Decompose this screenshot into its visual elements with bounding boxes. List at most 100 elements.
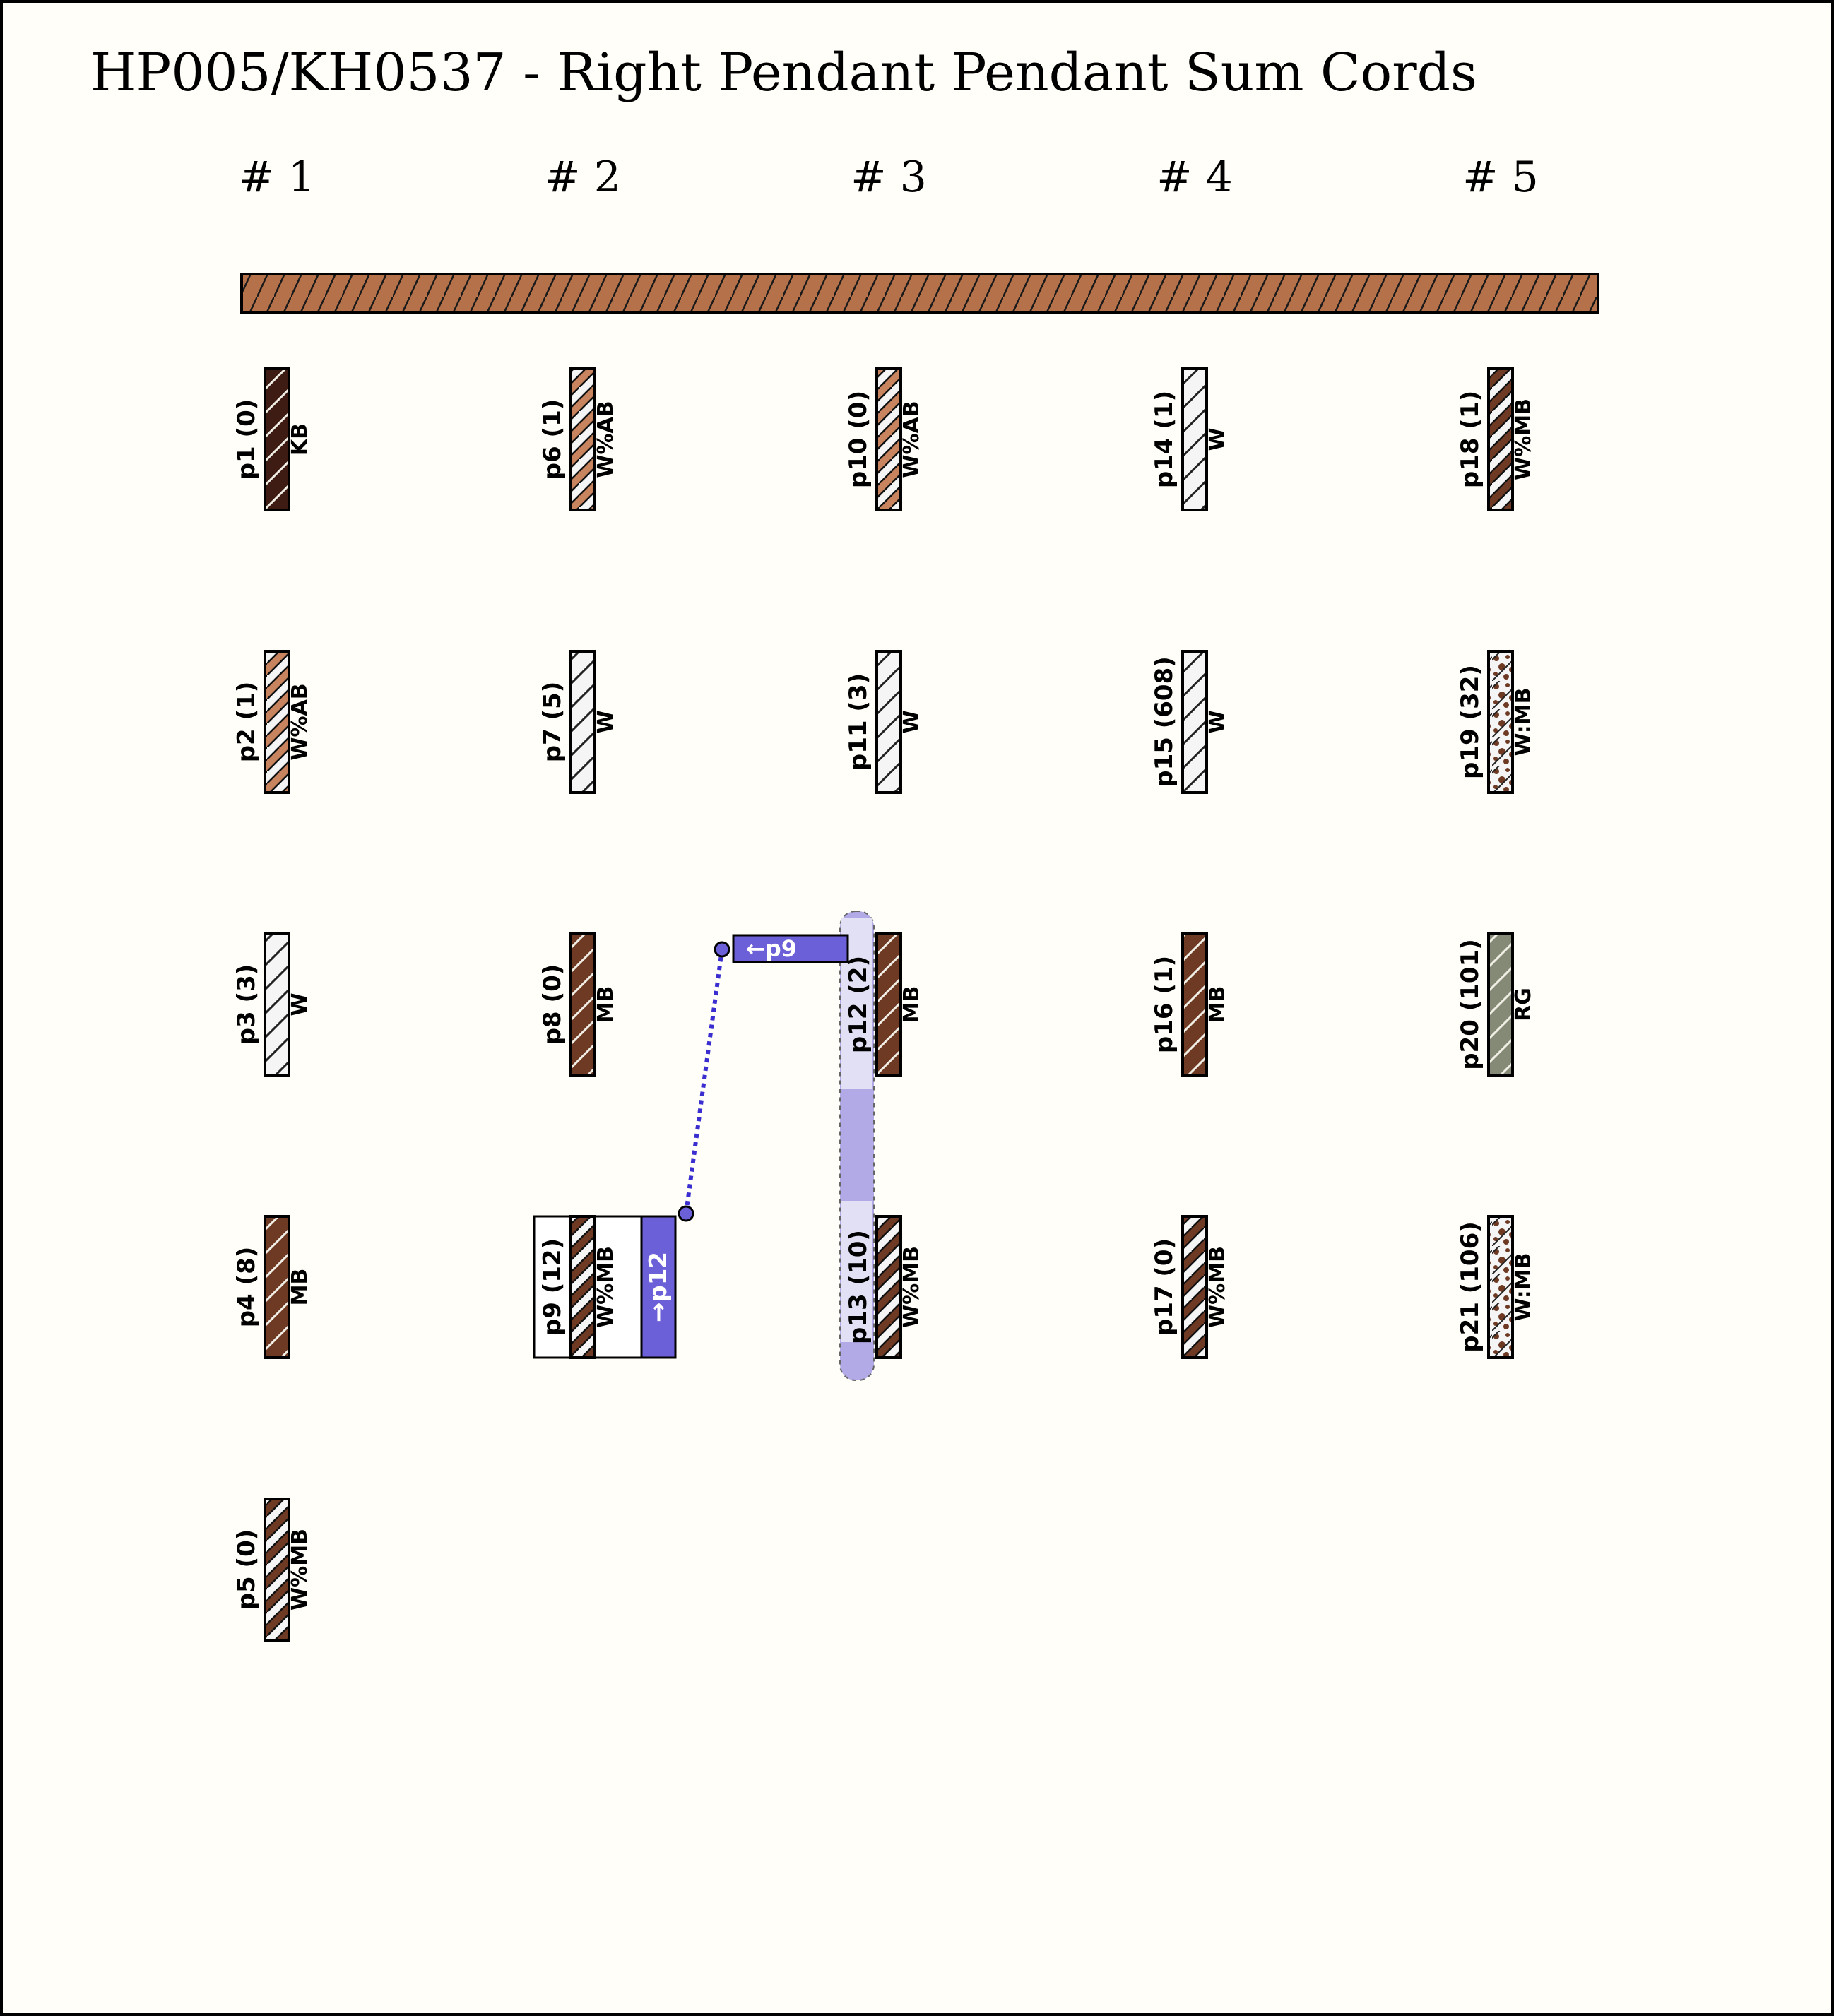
sum-link-end-dot: [714, 941, 730, 958]
cord-name: p1 (0): [232, 399, 261, 480]
cord-body: [569, 650, 596, 794]
cord-body: [875, 367, 902, 511]
sum-link-start-dot: [678, 1205, 694, 1222]
cord-color-label: W%AB: [593, 401, 618, 478]
cord-body: [1181, 932, 1208, 1077]
cord-color-label: W%MB: [1511, 398, 1536, 480]
pendant-cord-p7[interactable]: p7 (5) W: [538, 650, 618, 794]
pendant-cord-p16[interactable]: p16 (1) MB: [1150, 932, 1230, 1077]
cord-name: p20 (101): [1456, 939, 1484, 1070]
pendant-cord-p8[interactable]: p8 (0) MB: [538, 932, 618, 1077]
quipu-diagram: p1 (0) KB p2 (1) W%AB p3 (3) Wp4 (8) MB p5 (0) W…: [232, 273, 1599, 1642]
cord-name: p18 (1): [1456, 391, 1484, 488]
cord-body: [875, 650, 902, 794]
cord-name: p6 (1): [538, 399, 567, 480]
cord-name: p21 (106): [1456, 1221, 1484, 1353]
cord-body: [264, 1498, 290, 1642]
pendant-cord-p6[interactable]: p6 (1) W%AB: [538, 367, 618, 511]
pendant-cord-p15[interactable]: p15 (608) W: [1150, 650, 1230, 794]
cord-name: p15 (608): [1150, 656, 1178, 788]
cord-name: p2 (1): [232, 682, 261, 763]
cord-name: p12 (2): [844, 956, 872, 1053]
pendant-cord-p14[interactable]: p14 (1) W: [1150, 367, 1230, 511]
cord-color-label: W: [1205, 427, 1230, 451]
cord-color-label: W:MB: [1511, 1253, 1536, 1322]
cord-color-label: W: [593, 710, 618, 733]
cord-name: p4 (8): [232, 1247, 261, 1328]
diagram-title: HP005/KH0537 - Right Pendant Pendant Sum…: [90, 42, 1477, 103]
cord-name: p7 (5): [538, 682, 567, 763]
group-label-3: # 3: [851, 153, 927, 202]
sum-tag-label: ←p9: [746, 935, 797, 962]
pendant-cord-p3[interactable]: p3 (3) W: [232, 932, 312, 1077]
cord-name: p11 (3): [844, 673, 872, 771]
pendant-cord-p21[interactable]: p21 (106) W:MB: [1456, 1215, 1536, 1359]
cord-body: [264, 367, 290, 511]
cord-color-label: W%MB: [1205, 1246, 1230, 1328]
cord-body: [264, 1215, 290, 1359]
cord-body: [875, 1215, 902, 1359]
pendant-cord-p1[interactable]: p1 (0) KB: [232, 367, 312, 511]
cord-body: [264, 650, 290, 794]
cord-name: p10 (0): [844, 391, 872, 488]
cord-color-label: W%AB: [899, 401, 924, 478]
sum-tag-label: →p12: [644, 1252, 673, 1322]
cord-color-label: MB: [593, 986, 618, 1024]
cord-body: [1487, 1215, 1514, 1359]
cord-color-label: RG: [1511, 988, 1536, 1021]
pendant-cord-p19[interactable]: p19 (32) W:MB: [1456, 650, 1536, 794]
pendant-cord-p2[interactable]: p2 (1) W%AB: [232, 650, 312, 794]
cord-color-label: W%MB: [288, 1529, 312, 1611]
sum-highlight-p13: [841, 1201, 872, 1342]
pendant-cord-p12[interactable]: p12 (2) MB ←p9: [732, 932, 924, 1077]
cord-color-label: W: [1205, 710, 1230, 733]
group-label-1: # 1: [239, 153, 315, 202]
cord-color-label: W: [288, 992, 312, 1016]
primary-cord: [240, 273, 1599, 314]
cord-color-label: W:MB: [1511, 688, 1536, 757]
cord-name: p14 (1): [1150, 391, 1178, 488]
pendant-cord-p13[interactable]: p13 (10) W%MB: [844, 1215, 924, 1359]
cord-body: [1181, 650, 1208, 794]
pendant-cord-p9[interactable]: p9 (12)W%MB→p12: [533, 1215, 677, 1359]
sum-link-line: [684, 949, 724, 1214]
pendant-cord-p20[interactable]: p20 (101) RG: [1456, 932, 1536, 1077]
group-label-5: # 5: [1462, 153, 1539, 202]
cord-name: p3 (3): [232, 964, 261, 1045]
cord-color-label: W%MB: [899, 1246, 924, 1328]
cord-body: [1181, 1215, 1208, 1359]
cord-color-label: MB: [288, 1269, 312, 1306]
cord-body: [1181, 367, 1208, 511]
cord-name: p13 (10): [844, 1230, 872, 1344]
cord-body: [569, 1215, 596, 1359]
sum-tag-p9: [640, 1215, 677, 1359]
cord-color-label: W: [899, 710, 924, 733]
pendant-cord-p4[interactable]: p4 (8) MB: [232, 1215, 312, 1359]
sum-tag-p12: [732, 934, 849, 963]
cord-name: p8 (0): [538, 964, 567, 1045]
cord-name: p9 (12): [538, 1238, 567, 1336]
cord-body: [569, 367, 596, 511]
pendant-cord-p5[interactable]: p5 (0) W%MB: [232, 1498, 312, 1642]
cord-body: [264, 932, 290, 1077]
pendant-cord-p10[interactable]: p10 (0) W%AB: [844, 367, 924, 511]
cord-body: [875, 932, 902, 1077]
cord-color-label: MB: [1205, 986, 1230, 1024]
group-label-2: # 2: [545, 153, 621, 202]
cord-name: p16 (1): [1150, 956, 1178, 1053]
cord-name: p17 (0): [1150, 1238, 1178, 1336]
group-label-4: # 4: [1156, 153, 1233, 202]
pendant-cord-p17[interactable]: p17 (0) W%MB: [1150, 1215, 1230, 1359]
cord-body: [569, 932, 596, 1077]
cord-body: [1487, 367, 1514, 511]
cord-name: p19 (32): [1456, 665, 1484, 779]
cord-color-label: W%AB: [288, 683, 312, 760]
cord-body: [1487, 650, 1514, 794]
cord-color-label: KB: [288, 423, 312, 456]
cord-color-label: MB: [899, 986, 924, 1024]
pendant-cord-p18[interactable]: p18 (1) W%MB: [1456, 367, 1536, 511]
cord-name: p5 (0): [232, 1529, 261, 1611]
pendant-cord-p11[interactable]: p11 (3) W: [844, 650, 924, 794]
cord-body: [1487, 932, 1514, 1077]
